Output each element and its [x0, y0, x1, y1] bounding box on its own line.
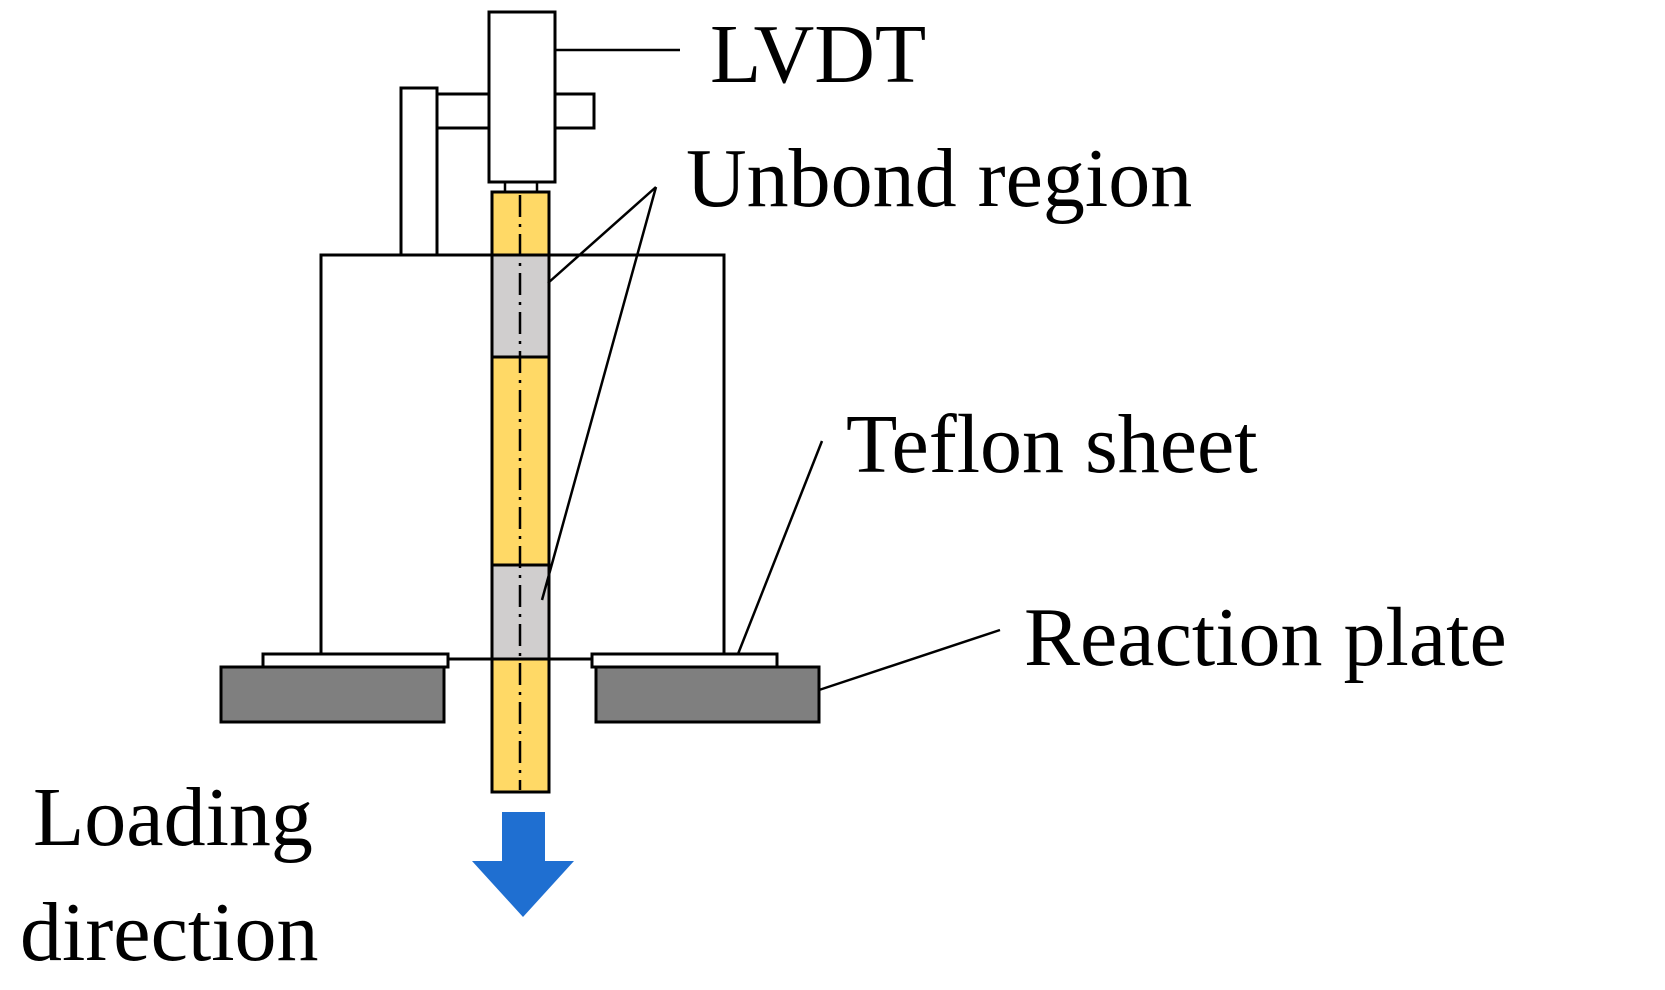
teflon-leader-line	[736, 440, 824, 655]
reaction-plate-left	[219, 665, 446, 724]
teflon-sheet-left	[261, 652, 450, 669]
loading-direction-arrow-icon	[472, 812, 574, 917]
unbond-region-label: Unbond region	[686, 132, 1192, 225]
lvdt-body	[487, 10, 557, 184]
lvdt-support-post	[399, 86, 439, 257]
unbond-leader-line-bottom	[540, 186, 658, 601]
loading-direction-label-line1: Loading	[33, 771, 313, 864]
loading-direction-label-line2: direction	[20, 886, 319, 979]
reaction-plate-label: Reaction plate	[1024, 591, 1507, 684]
reaction-plate-leader-line	[818, 628, 1001, 692]
lvdt-label: LVDT	[710, 8, 926, 101]
reaction-plate-right	[594, 665, 821, 724]
teflon-sheet-right	[590, 652, 779, 669]
unbond-leader-line-top	[547, 186, 657, 284]
unbond-region-top	[490, 253, 551, 359]
teflon-sheet-label: Teflon sheet	[846, 398, 1258, 491]
